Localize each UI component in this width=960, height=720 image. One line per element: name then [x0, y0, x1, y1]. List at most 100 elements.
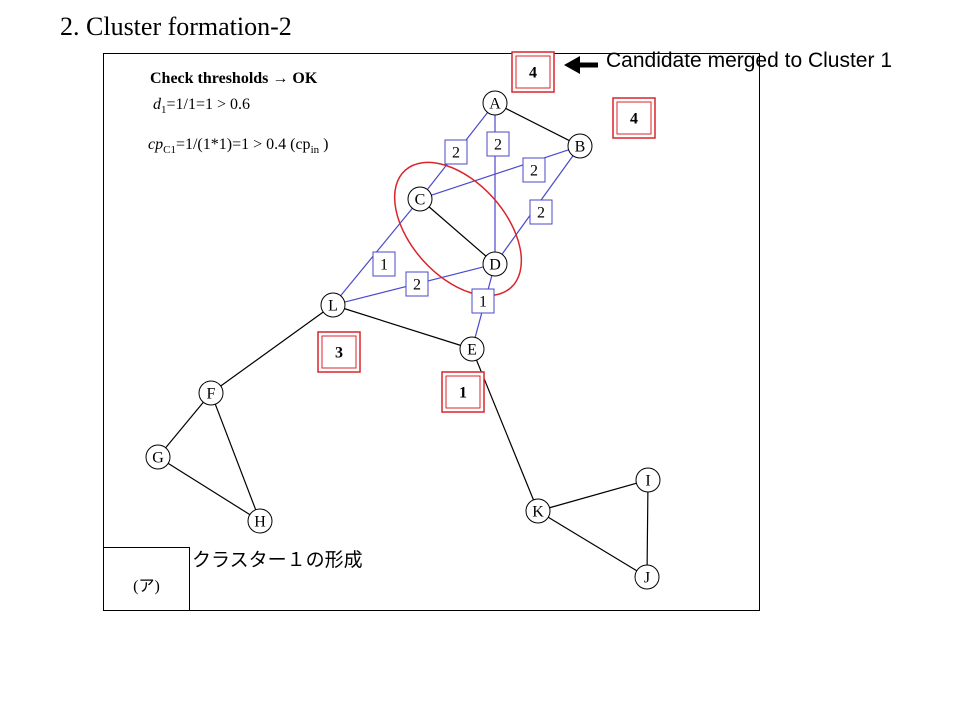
edge-weight-box	[522, 157, 546, 183]
merge-callout: Candidate merged to Cluster 1	[606, 49, 892, 72]
node-k[interactable]: K	[525, 498, 551, 524]
edge-weight-box	[372, 251, 396, 277]
node-label: E	[467, 342, 477, 359]
node-g[interactable]: G	[145, 444, 171, 470]
score-badge-e: 1	[441, 371, 485, 413]
node-label: I	[645, 473, 650, 490]
node-e[interactable]: E	[459, 336, 485, 362]
cp-close: )	[319, 136, 329, 153]
corner-label: (ア)	[133, 578, 160, 595]
node-circle	[482, 251, 508, 277]
arrow-icon: →	[272, 70, 289, 87]
edge-weight-cl: 1	[372, 251, 396, 277]
edge-weight-value: 2	[537, 205, 545, 222]
edge-weight-bd: 2	[529, 199, 553, 225]
cluster-1-ellipse	[393, 161, 523, 297]
node-label: F	[207, 386, 216, 403]
node-circle	[634, 564, 660, 590]
callout-arrow-icon	[564, 56, 598, 74]
node-label: H	[254, 514, 266, 531]
threshold-check-note: Check thresholds → OK	[150, 70, 317, 88]
threshold-ok-text: OK	[292, 70, 318, 87]
diagram-frame	[103, 53, 760, 611]
node-c[interactable]: C	[407, 186, 433, 212]
threshold-check-text: Check thresholds	[150, 70, 269, 87]
edge-weight-value: 2	[530, 163, 538, 180]
edge-f-g	[165, 401, 204, 449]
node-circle	[320, 292, 346, 318]
score-badge-value: 4	[529, 65, 537, 82]
edge-l-f	[220, 311, 324, 387]
node-label: B	[575, 139, 586, 156]
density-subscript: 1	[161, 104, 167, 117]
node-circle	[482, 90, 508, 116]
edge-k-i	[549, 482, 637, 509]
edge-c-d	[428, 206, 487, 257]
edge-i-j	[646, 491, 649, 566]
edge-weight-box	[529, 199, 553, 225]
node-h[interactable]: H	[247, 508, 273, 534]
node-d[interactable]: D	[482, 251, 508, 277]
edge-weight-value: 2	[452, 145, 460, 162]
edge-weight-box	[444, 139, 468, 165]
node-circle	[567, 133, 593, 159]
node-circle	[525, 498, 551, 524]
score-badge-inner	[515, 55, 551, 89]
cp-formula: cpC1=1/(1*1)=1 > 0.4 (cpin )	[148, 136, 328, 156]
score-badge-inner	[321, 335, 357, 369]
score-badge-value: 1	[459, 385, 467, 402]
edge-weight-dl: 2	[405, 271, 429, 297]
score-badge-right: 4	[612, 97, 656, 139]
cluster-caption: クラスター１の形成	[192, 549, 363, 571]
node-circle	[145, 444, 171, 470]
node-circle	[407, 186, 433, 212]
node-f[interactable]: F	[198, 380, 224, 406]
edge-l-e	[344, 308, 461, 346]
node-circle	[247, 508, 273, 534]
node-j[interactable]: J	[634, 564, 660, 590]
node-circle	[635, 467, 661, 493]
density-variable: d	[153, 96, 161, 113]
node-a[interactable]: A	[482, 90, 508, 116]
corner-label-box: (ア)	[103, 547, 190, 611]
edge-weight-value: 2	[494, 137, 502, 154]
edge-weight-value: 1	[380, 257, 388, 274]
node-label: G	[152, 450, 164, 467]
node-label: D	[489, 257, 501, 274]
edge-weight-box	[471, 288, 495, 314]
edge-weight-value: 1	[479, 294, 487, 311]
node-label: J	[644, 570, 650, 587]
node-label: C	[415, 192, 426, 209]
node-label: K	[532, 504, 544, 521]
score-badge-inner	[616, 101, 652, 135]
badges-layer: 4 4 3 1	[317, 51, 656, 413]
node-l[interactable]: L	[320, 292, 346, 318]
score-badge-inner	[445, 375, 481, 409]
node-i[interactable]: I	[635, 467, 661, 493]
edge-weight-box	[486, 131, 510, 157]
edge-weight-ac: 2	[444, 139, 468, 165]
node-b[interactable]: B	[567, 133, 593, 159]
cp-variable: cp	[148, 136, 164, 153]
edge-weight-de: 1	[471, 288, 495, 314]
score-badge-top: 4	[511, 51, 555, 93]
edge-k-j	[547, 516, 638, 572]
edge-weight-bc: 2	[522, 157, 546, 183]
edge-f-h	[214, 403, 257, 511]
density-formula: d1=1/1=1 > 0.6	[153, 96, 250, 116]
score-badge-value: 4	[630, 111, 638, 128]
density-expression: =1/1=1 > 0.6	[166, 96, 251, 113]
cp-in-subscript: in	[310, 144, 320, 157]
edge-weight-box	[405, 271, 429, 297]
score-badge-value: 3	[335, 345, 343, 362]
edge-b-c	[431, 149, 569, 196]
node-circle	[198, 380, 224, 406]
node-circle	[459, 336, 485, 362]
page-title: 2. Cluster formation-2	[60, 12, 292, 41]
cp-expression: =1/(1*1)=1 > 0.4 (cp	[175, 136, 311, 153]
edge-weight-ad: 2	[486, 131, 510, 157]
edge-a-b	[505, 107, 570, 142]
edge-g-h	[167, 462, 251, 516]
